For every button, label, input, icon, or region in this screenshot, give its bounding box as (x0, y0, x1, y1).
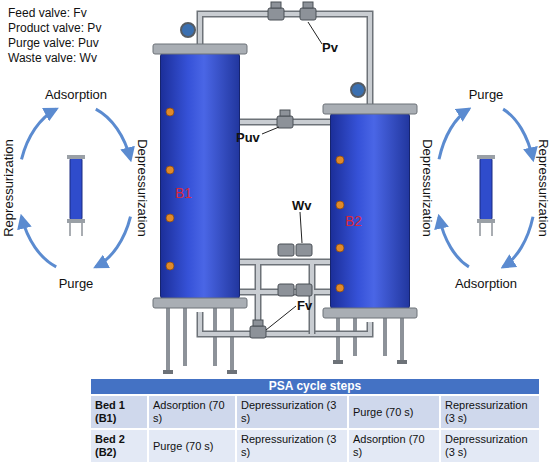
table-cell: Purge (70 s) (148, 429, 236, 463)
table-cell: Repressurization (3 s) (440, 395, 540, 429)
cycle-arrow (22, 217, 57, 267)
valve-definition: Feed valve: Fv (8, 6, 87, 20)
leader-lines (262, 22, 322, 330)
pipe-outline (240, 119, 330, 126)
callout-name: Pv (322, 40, 338, 55)
bed-flanges (153, 44, 417, 318)
valves (250, 2, 316, 338)
pipe-connector (240, 122, 330, 123)
pipe-body (240, 120, 330, 124)
table-title: PSA cycle steps (90, 378, 540, 395)
rect-shape (163, 370, 173, 374)
table-cell: Adsorption (70 s) (348, 429, 440, 463)
rect-shape (277, 116, 293, 128)
line-shape (383, 316, 387, 356)
row-header: Bed 2 (B2) (90, 429, 148, 463)
table-cell: Depressurization (3 s) (440, 429, 540, 463)
line-shape (336, 316, 340, 362)
rect-shape (477, 155, 495, 159)
line-shape (183, 306, 187, 366)
rect-shape (296, 244, 312, 256)
path-shape (480, 223, 492, 236)
path-shape (200, 312, 370, 334)
rect-shape (67, 155, 85, 159)
rect-shape (397, 360, 407, 364)
rect-shape (253, 320, 263, 326)
table-cell: Repressurization (3 s) (236, 429, 348, 463)
valve-definition: Purge valve: Puv (8, 36, 99, 50)
valve-definition: Product valve: Pv (8, 21, 101, 35)
rect-shape (70, 158, 82, 220)
line-shape (262, 127, 279, 134)
callout-name: Wv (292, 198, 312, 213)
cycle-arrow (96, 217, 131, 267)
line-shape (166, 306, 170, 372)
rect-shape (278, 284, 294, 296)
bed-label: B2 (345, 213, 362, 229)
rect-shape (271, 2, 281, 8)
rect-shape (333, 360, 343, 364)
circle-shape (351, 83, 365, 97)
line-shape (213, 306, 217, 366)
cycle-arrow (503, 217, 533, 267)
cycle-step: Depressurization (135, 139, 150, 237)
cycle-step: Adsorption (45, 87, 107, 102)
rect-shape (300, 8, 316, 20)
row-header: Bed 1 (B1) (90, 395, 148, 429)
cycle-step: Purge (469, 87, 504, 102)
bed-label: B1 (175, 185, 192, 201)
cycle-arrow (96, 109, 131, 159)
path-shape (240, 262, 330, 334)
adsorber-bed: B1 (160, 52, 240, 300)
table-cell: Depressurization (3 s) (236, 395, 348, 429)
rect-shape (280, 110, 290, 116)
cycle-arrow (503, 109, 533, 159)
rect-shape (480, 158, 492, 220)
cycle-step: Adsorption (455, 276, 517, 291)
rect-shape (296, 284, 312, 296)
rect-shape (268, 8, 284, 20)
bed-legs (168, 306, 402, 372)
rect-shape (227, 370, 237, 374)
rect-shape (477, 219, 495, 223)
path-shape (200, 312, 370, 334)
cycle-step: Depressurization (420, 139, 435, 237)
table-cell: Purge (70 s) (348, 395, 440, 429)
cycle-arrow (22, 109, 57, 159)
line-shape (266, 306, 296, 330)
leg-feet (163, 360, 407, 374)
line-shape (353, 316, 357, 356)
rect-shape (278, 244, 294, 256)
rect-shape (67, 219, 85, 223)
cycle-arrow (439, 217, 469, 267)
rect-shape (250, 326, 266, 338)
rect-shape (303, 2, 313, 8)
line-shape (308, 22, 322, 44)
cycle-step: Purge (59, 276, 94, 291)
cycle-step: Repressurization (536, 139, 550, 237)
path-shape (240, 262, 330, 334)
line-shape (230, 306, 234, 372)
cycle-step: Repressurization (1, 139, 16, 237)
circle-shape (181, 23, 195, 37)
path-shape (70, 223, 82, 236)
cycle-arrow (439, 109, 469, 159)
callout-name: Puv (236, 130, 260, 145)
table-cell: Adsorption (70 s) (148, 395, 236, 429)
adsorber-bed: B2 (330, 112, 410, 310)
line-shape (400, 316, 404, 362)
callout-name: Fv (297, 298, 312, 313)
line-shape (300, 212, 302, 243)
valve-definition: Waste valve: Wv (8, 51, 97, 65)
